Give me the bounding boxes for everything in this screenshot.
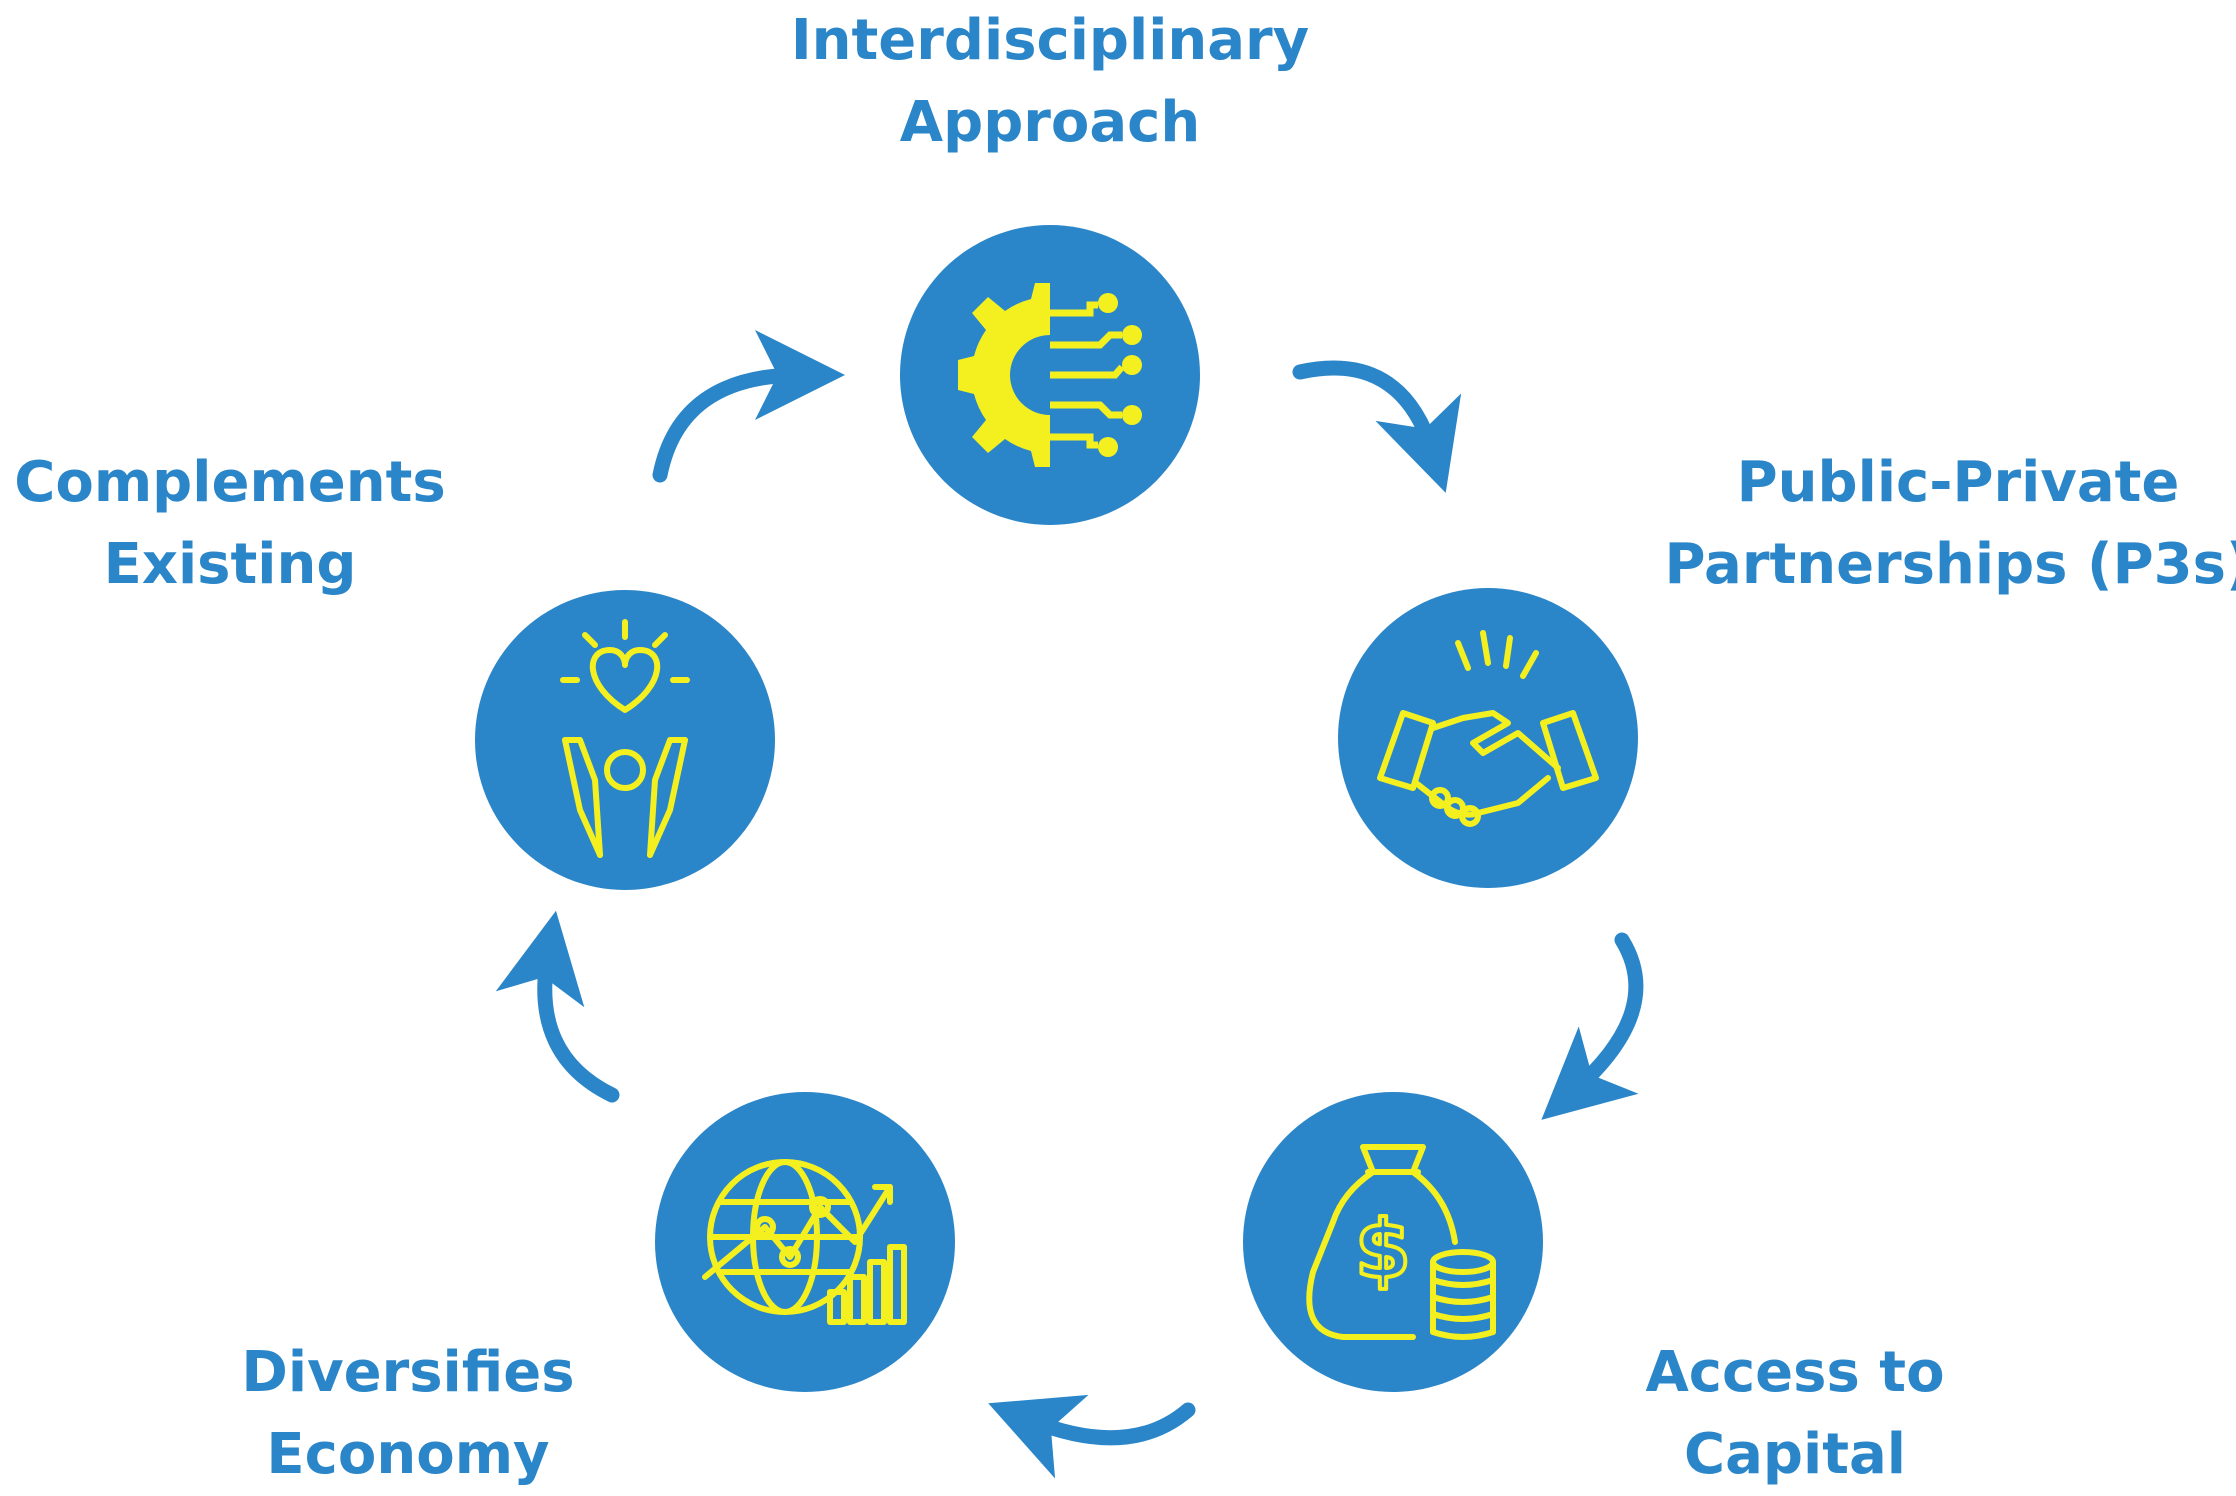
- label-line: Interdisciplinary: [790, 8, 1310, 73]
- label-line: Access to: [1645, 1340, 1945, 1405]
- arrow-3-to-4: [988, 1394, 1196, 1479]
- cycle-arrows: [495, 330, 1644, 1479]
- node-circle: [1338, 588, 1638, 888]
- person-heart-icon: [560, 619, 690, 858]
- label-interdisciplinary: Interdisciplinary Approach: [791, 0, 1309, 164]
- globe-growth-chart-icon: [702, 1159, 907, 1325]
- arrow-1-to-2: [1292, 360, 1462, 493]
- label-complements: Complements Existing: [14, 442, 445, 606]
- label-line: Public-Private: [1736, 450, 2180, 515]
- node-capital: $: [1243, 1092, 1543, 1392]
- node-economy: [655, 1092, 955, 1392]
- gear-circuit-icon: [958, 283, 1142, 467]
- node-circle: [655, 1092, 955, 1392]
- label-line: Approach: [899, 90, 1201, 155]
- label-economy: Diversifies Economy: [241, 1332, 574, 1496]
- node-interdisciplinary: [900, 225, 1200, 525]
- label-line: Capital: [1684, 1422, 1906, 1487]
- money-bag-icon: $: [1306, 1144, 1496, 1340]
- node-p3s: [1338, 588, 1638, 888]
- svg-text:$: $: [1355, 1203, 1411, 1296]
- label-line: Complements: [14, 450, 446, 515]
- node-complements: [475, 590, 775, 890]
- label-line: Partnerships (P3s): [1664, 532, 2236, 597]
- arrow-2-to-3: [1541, 932, 1644, 1120]
- arrow-4-to-5: [495, 910, 620, 1103]
- label-line: Economy: [266, 1422, 550, 1487]
- label-line: Diversifies: [241, 1340, 575, 1405]
- label-line: Existing: [103, 532, 357, 597]
- arrow-5-to-1: [652, 330, 845, 483]
- label-capital: Access to Capital: [1645, 1332, 1944, 1496]
- label-p3s: Public-Private Partnerships (P3s): [1664, 442, 2236, 606]
- node-circle: [475, 590, 775, 890]
- handshake-icon: [1377, 630, 1599, 827]
